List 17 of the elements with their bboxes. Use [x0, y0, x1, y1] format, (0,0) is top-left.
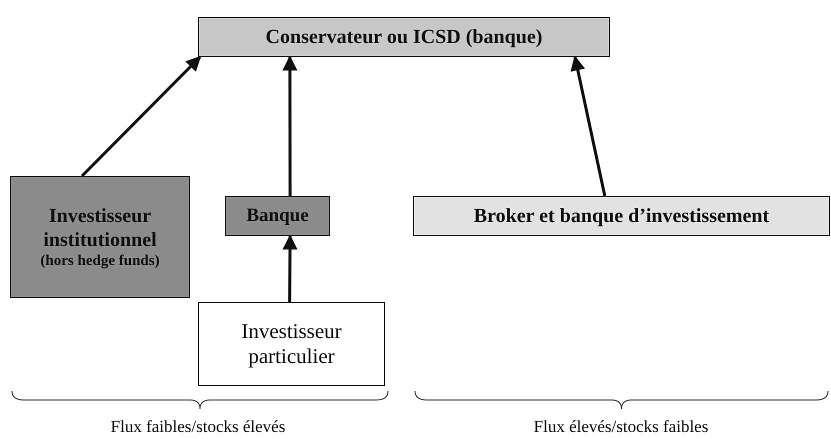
- group-caption: Flux élevés/stocks faibles: [534, 417, 708, 437]
- box-title: Investisseur institutionnel: [42, 204, 158, 252]
- arrow: [570, 56, 606, 196]
- process-box: [198, 17, 610, 57]
- box-title: Conservateur ou ICSD (banque): [266, 25, 542, 49]
- box-title: Broker et banque d’investissement: [474, 204, 770, 228]
- box-title: Banque: [246, 204, 309, 228]
- process-box: [10, 176, 190, 298]
- process-box: [225, 196, 330, 236]
- box-title: Investisseur particulier: [240, 318, 343, 370]
- group-caption: Flux faibles/stocks élevés: [110, 417, 286, 437]
- box-subtitle: (hors hedge funds): [40, 252, 160, 270]
- arrow: [282, 56, 298, 196]
- process-box: [198, 302, 385, 386]
- arrow: [80, 56, 202, 178]
- arrow: [282, 234, 298, 302]
- process-box: [413, 196, 830, 236]
